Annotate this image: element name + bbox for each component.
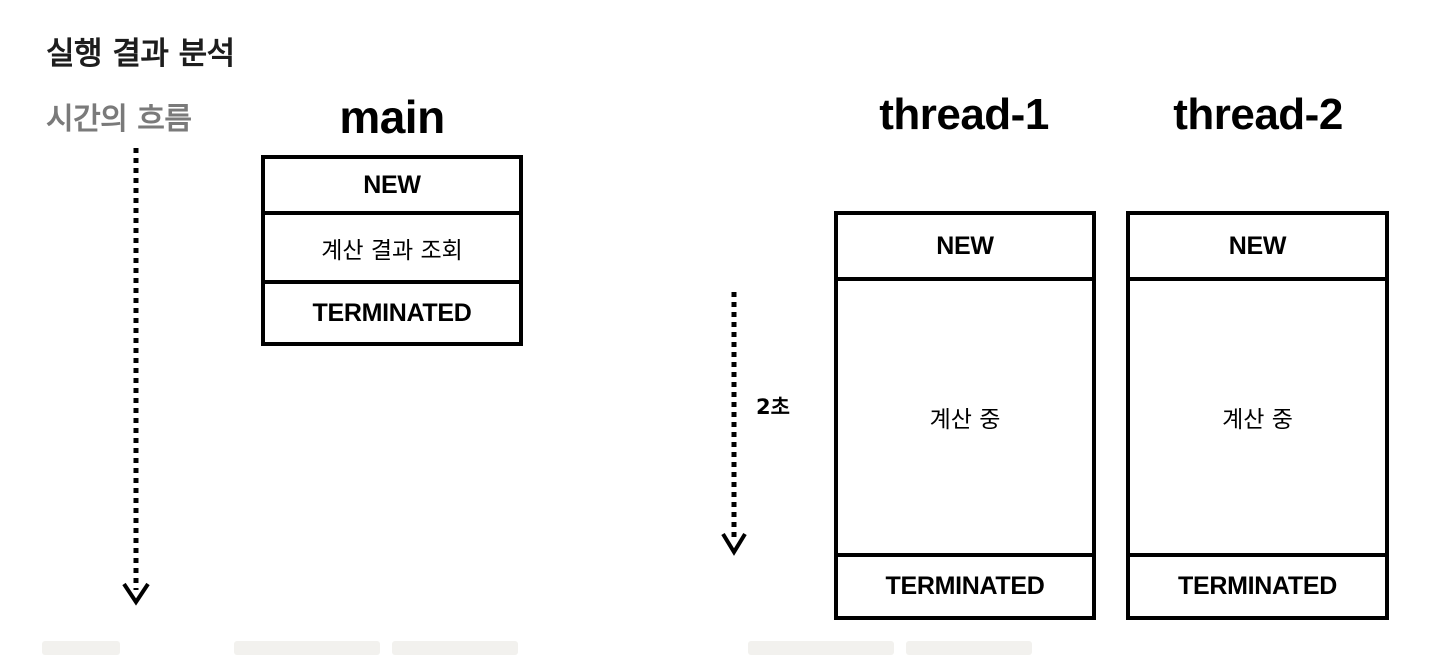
thread-2-state-new: NEW (1228, 231, 1287, 260)
thread-1-state-new: NEW (936, 231, 994, 260)
code-chip (234, 641, 380, 655)
thread-2-state-terminated: TERMINATED (1130, 553, 1385, 616)
time-axis-label: 시간의 흐름 (46, 102, 192, 137)
main-state-box: NEW 계산 결과 조회 TERMINATED (261, 155, 523, 346)
thread-2-title: thread-2 (1173, 90, 1343, 139)
thread-1-state-box: NEW 계산 중 TERMINATED (834, 211, 1096, 620)
main-title: main (339, 91, 445, 143)
time-axis-arrow (122, 148, 150, 606)
thread-1-state-terminated: TERMINATED (838, 553, 1092, 616)
thread-1-state-calculating: 계산 중 (838, 277, 1092, 553)
code-chip (392, 641, 518, 655)
code-chip (748, 641, 894, 655)
thread-1-title: thread-1 (879, 90, 1049, 139)
thread-2-state-calculating: 계산 중 (1130, 277, 1385, 553)
main-state-new: NEW (363, 170, 421, 199)
code-chip (42, 641, 120, 655)
page-title: 실행 결과 분석 (46, 36, 235, 72)
main-state-calc-result: 계산 결과 조회 (265, 211, 519, 280)
duration-label: 2초 (756, 395, 790, 419)
duration-arrow (721, 292, 747, 556)
main-state-terminated: TERMINATED (265, 280, 519, 342)
thread-2-state-box: NEW 계산 중 TERMINATED (1126, 211, 1389, 620)
code-chip (906, 641, 1032, 655)
